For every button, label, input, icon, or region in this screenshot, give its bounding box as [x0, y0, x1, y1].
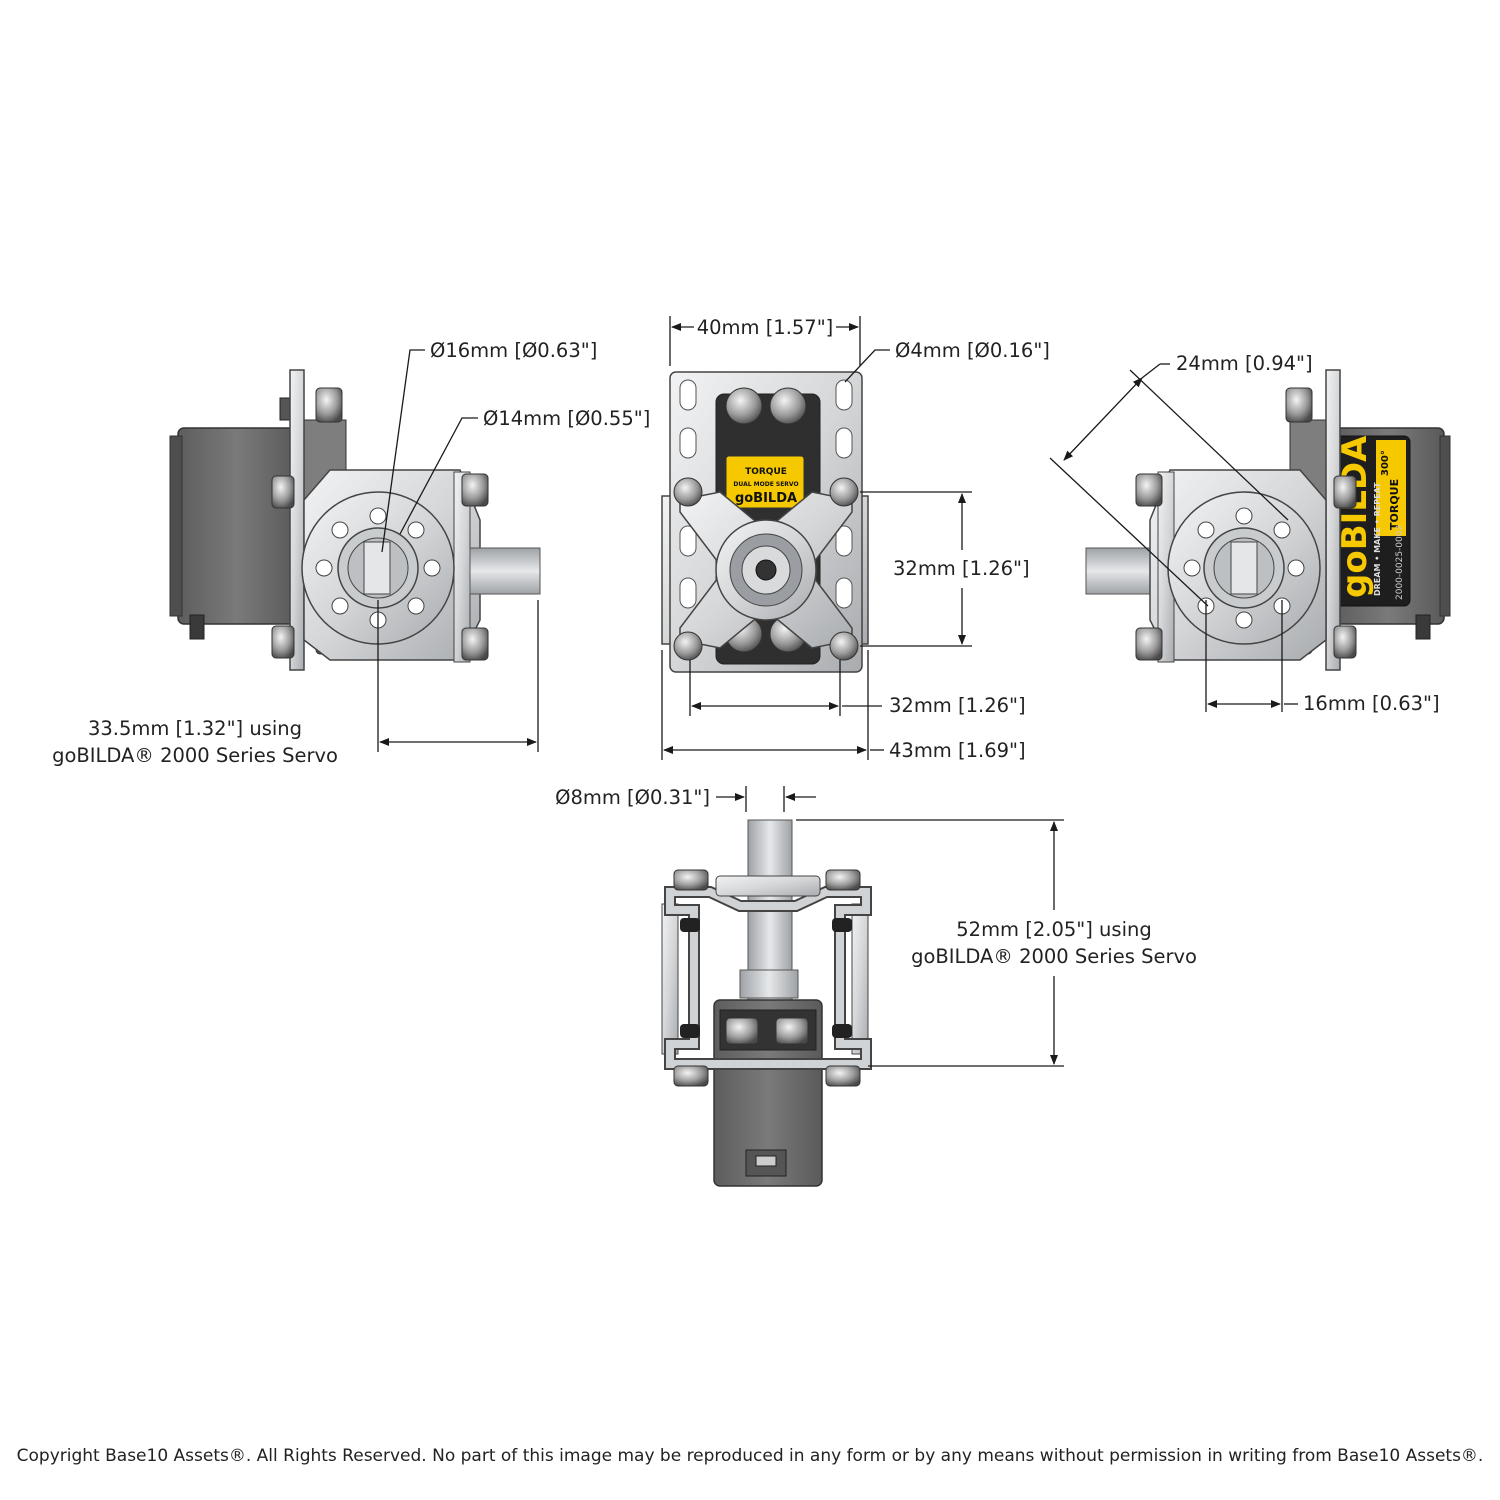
svg-text:2000-0025-0002: 2000-0025-0002 [1395, 525, 1405, 600]
dim-front-width: 40mm [1.57"] [697, 316, 834, 339]
dim-front-vertical: 32mm [1.26"] [893, 557, 1030, 580]
leader-left-bore-outer [381, 349, 425, 553]
dim-left-bore-outer: Ø16mm [Ø0.63"] [430, 339, 597, 362]
svg-text:TORQUE: TORQUE [1388, 479, 1401, 530]
dim-shaft-diameter: Ø8mm [Ø0.31"] [555, 786, 710, 809]
svg-text:300°: 300° [1380, 450, 1391, 476]
shaft [469, 547, 541, 595]
servo-label [725, 455, 805, 509]
leader-front-hole [844, 349, 890, 383]
dim-left-bore-inner: Ø14mm [Ø0.55"] [483, 407, 650, 430]
dim-line-right-diagonal [1063, 377, 1143, 461]
dim-height-line1: 52mm [2.05"] using [956, 918, 1151, 941]
svg-text:TORQUE: TORQUE [745, 467, 787, 477]
right-shaft [1085, 547, 1157, 595]
svg-text:DUAL MODE SERVO: DUAL MODE SERVO [733, 481, 798, 488]
bottom-view [661, 819, 872, 1187]
front-view: TORQUE DUAL MODE SERVO goBILDA [661, 371, 869, 673]
mounting-plate [289, 369, 305, 671]
dim-left-offset-line2: goBILDA® 2000 Series Servo [52, 744, 338, 767]
left-side-view [169, 369, 541, 671]
dim-right-spacing: 16mm [0.63"] [1303, 692, 1440, 715]
svg-text:DREAM • MAKE • REPEAT: DREAM • MAKE • REPEAT [1373, 482, 1382, 596]
dim-front-total-width: 43mm [1.69"] [889, 739, 1026, 762]
right-side-view: goBILDA DREAM • MAKE • REPEAT TORQUE 300… [1085, 369, 1451, 671]
dim-front-hole: Ø4mm [Ø0.16"] [895, 339, 1050, 362]
dim-front-horizontal: 32mm [1.26"] [889, 694, 1026, 717]
dim-height-line2: goBILDA® 2000 Series Servo [911, 945, 1197, 968]
dim-left-offset-line1: 33.5mm [1.32"] using [88, 717, 302, 740]
svg-text:goBILDA: goBILDA [735, 491, 797, 506]
leader-left-bore-inner [399, 417, 478, 535]
dim-right-diagonal: 24mm [0.94"] [1176, 352, 1313, 375]
svg-text:goBILDA: goBILDA [1335, 435, 1375, 598]
copyright-notice: Copyright Base10 Assets®. All Rights Res… [16, 1446, 1484, 1466]
servo-body [177, 427, 297, 625]
